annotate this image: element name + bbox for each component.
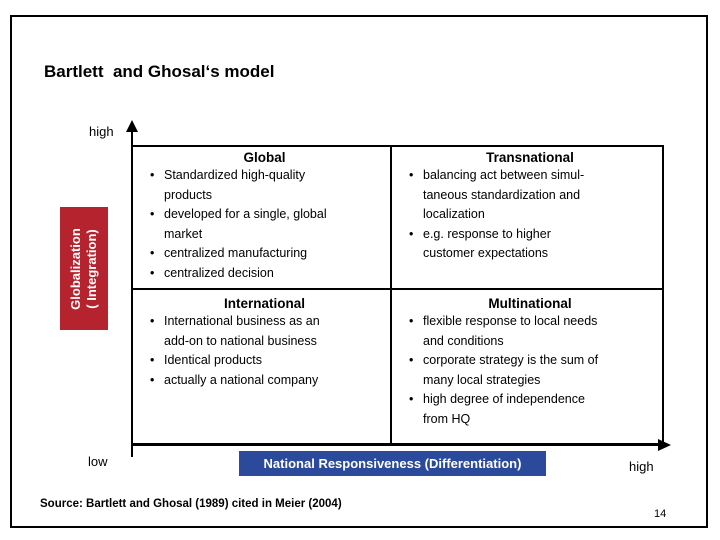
bullet-item: • Standardized high-quality products xyxy=(149,166,380,205)
bullet-icon: • xyxy=(409,226,414,241)
bullet-text: Standardized high-quality products xyxy=(164,168,306,202)
bullet-item: • centralized manufacturing xyxy=(149,244,380,264)
source-citation: Source: Bartlett and Ghosal (1989) cited… xyxy=(40,498,342,510)
bullet-icon: • xyxy=(150,265,155,280)
bullet-text: corporate strategy is the sum of many lo… xyxy=(423,353,599,387)
origin-low-label: low xyxy=(88,454,108,469)
bullet-item: • actually a national company xyxy=(149,371,380,391)
x-axis-arrow-right-icon xyxy=(658,439,671,451)
quadrant-transnational: Transnational • balancing act between sim… xyxy=(392,147,662,290)
quadrant-title: International xyxy=(223,296,305,311)
quadrant-matrix: Global • Standardized high-quality produc… xyxy=(131,145,664,443)
bullet-text: flexible response to local needs and con… xyxy=(423,314,598,348)
bullet-item: • corporate strategy is the sum of many l… xyxy=(408,351,652,390)
slide-frame: Bartlett and Ghosal‘s model high Globali… xyxy=(10,15,708,528)
bullet-icon: • xyxy=(150,246,155,260)
y-axis-high-label: high xyxy=(89,124,114,139)
bullet-item: • e.g. response to higher customer expect… xyxy=(408,225,652,264)
bullet-icon: • xyxy=(150,207,155,221)
bullet-icon: • xyxy=(150,372,155,387)
quadrant-global: Global • Standardized high-quality produc… xyxy=(133,147,392,290)
x-axis-high-label: high xyxy=(629,459,654,474)
bullet-icon: • xyxy=(150,353,155,367)
y-axis-label-box: Globalization ( Integration) xyxy=(60,207,108,330)
bullet-item: • balancing act between simul- taneous st… xyxy=(408,166,652,225)
bullet-icon: • xyxy=(409,353,414,367)
bullet-item: • International business as an add-on to … xyxy=(149,312,380,351)
quadrant-title: Transnational xyxy=(486,150,574,165)
bullet-icon: • xyxy=(150,168,155,182)
bullet-item: • centralized decision xyxy=(149,264,380,284)
bullet-text: International business as an add-on to n… xyxy=(164,314,320,348)
bullet-text: developed for a single, global market xyxy=(164,207,327,241)
bullet-icon: • xyxy=(409,314,414,328)
bullet-text: actually a national company xyxy=(164,372,319,387)
bullet-icon: • xyxy=(409,392,414,406)
bullet-text: Identical products xyxy=(164,353,262,367)
bullet-text: balancing act between simul- taneous sta… xyxy=(423,168,585,221)
bullet-text: e.g. response to higher customer expecta… xyxy=(423,226,551,261)
quadrant-bullet-list: • International business as an add-on to … xyxy=(149,312,380,390)
bullet-text: high degree of independence from HQ xyxy=(423,392,585,426)
bullet-item: • flexible response to local needs and co… xyxy=(408,312,652,351)
page-number: 14 xyxy=(654,508,667,520)
quadrant-bullet-list: • Standardized high-quality products • deve… xyxy=(149,166,380,283)
quadrant-title: Multinational xyxy=(488,296,572,311)
y-axis-label: Globalization ( Integration) xyxy=(68,227,99,310)
bullet-text: centralized decision xyxy=(164,265,274,280)
bullet-item: • high degree of independence from HQ xyxy=(408,390,652,429)
quadrant-bullet-list: • flexible response to local needs and co… xyxy=(408,312,652,429)
x-axis-label: National Responsiveness (Differentiation… xyxy=(263,456,522,471)
bullet-icon: • xyxy=(150,314,155,328)
quadrant-international: International • International business as… xyxy=(133,290,392,443)
quadrant-bullet-list: • balancing act between simul- taneous st… xyxy=(408,166,652,264)
quadrant-title: Global xyxy=(243,150,286,165)
bullet-item: • Identical products xyxy=(149,351,380,371)
bullet-item: • developed for a single, global market xyxy=(149,205,380,244)
quadrant-multinational: Multinational • flexible response to loca… xyxy=(392,290,662,443)
bullet-icon: • xyxy=(409,168,414,182)
x-axis-line xyxy=(131,443,661,446)
y-axis-arrow-up-icon xyxy=(126,120,138,132)
x-axis-label-box: National Responsiveness (Differentiation… xyxy=(239,451,546,476)
slide-title: Bartlett and Ghosal‘s model xyxy=(44,62,275,81)
bullet-text: centralized manufacturing xyxy=(164,246,308,260)
